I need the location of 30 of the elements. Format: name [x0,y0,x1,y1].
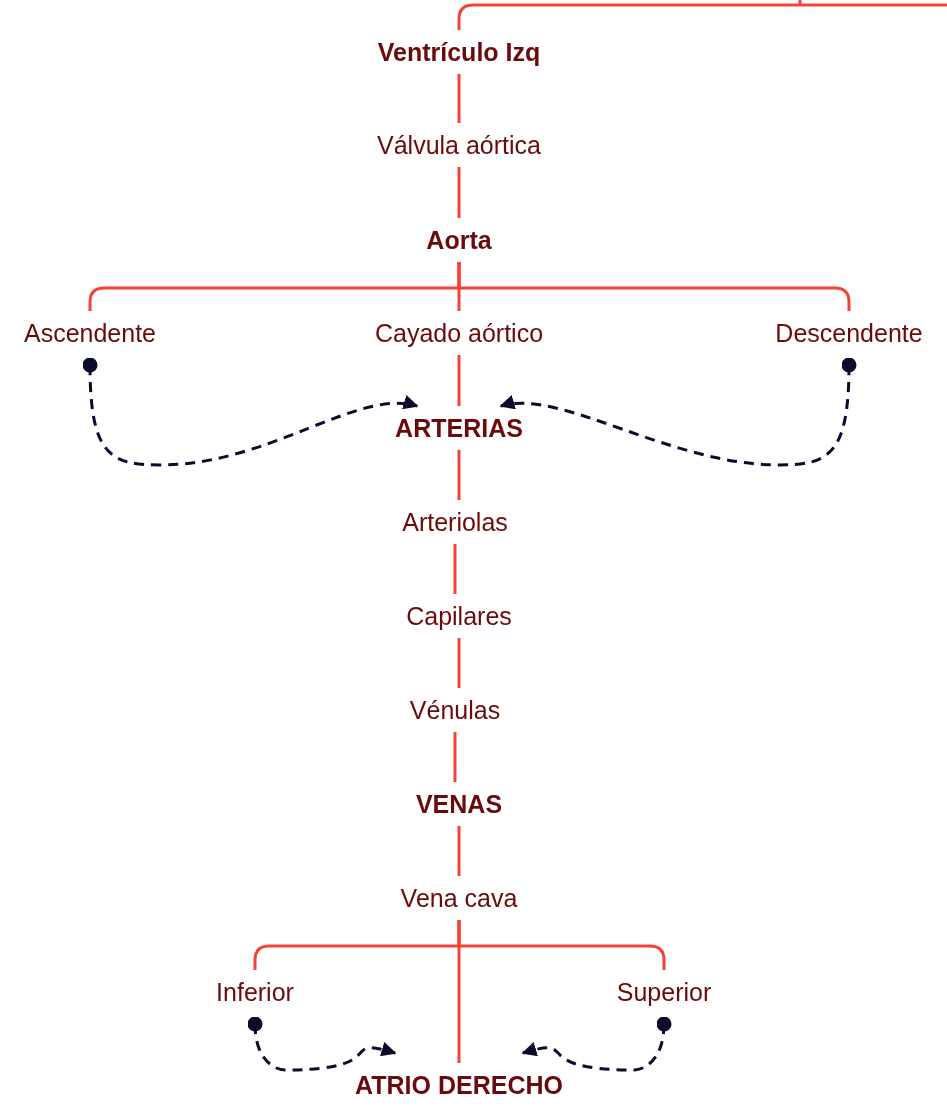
node-label: Inferior [216,976,294,1008]
dashed-arrow [247,1016,397,1072]
node-label: Descendente [775,317,923,349]
node-label: Válvula aórtica [377,129,541,161]
connector-line [457,0,947,32]
dashed-arrow [82,357,419,467]
dashed-arrow [521,1016,672,1072]
connector-line [457,355,461,406]
connector-line [457,450,461,500]
node-label: Arteriolas [402,506,508,538]
connector-line [457,920,461,1063]
connector-line [453,732,457,782]
node-label: Vénulas [409,694,501,726]
connector-line [457,826,461,876]
node-label: Superior [616,976,712,1008]
node-label: Capilares [406,600,512,632]
connector-line [457,74,461,123]
node-label: Ascendente [24,317,156,349]
connector-line [453,544,457,594]
node-label: ATRIO DERECHO [355,1069,563,1101]
node-label: VENAS [415,788,503,820]
node-label: Aorta [426,224,492,256]
connector-line [457,167,461,218]
node-label: Cayado aórtico [374,317,544,349]
connector-line [457,262,851,311]
node-label: Vena cava [400,882,518,914]
node-label: ARTERIAS [395,412,523,444]
connector-line [457,638,461,688]
node-label: Ventrículo Izq [377,36,541,68]
dashed-arrow [499,357,857,467]
